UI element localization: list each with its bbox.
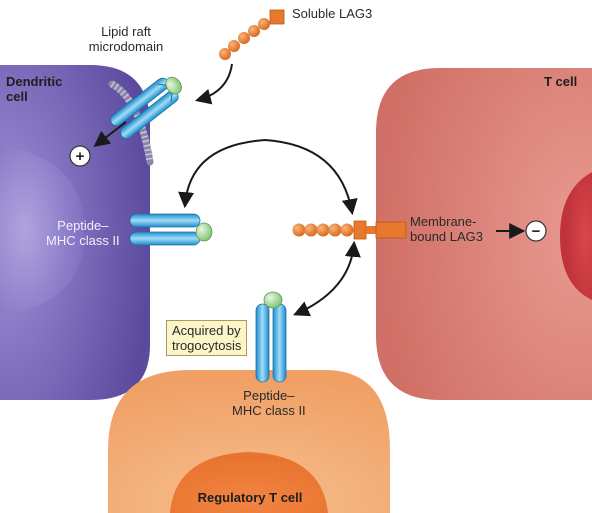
regulatory-t-cell-nucleus	[170, 452, 328, 513]
soluble-lag3-label: Soluble LAG3	[292, 6, 373, 21]
t-cell	[376, 68, 592, 400]
soluble-lag3	[219, 9, 285, 60]
dendritic-cell-nucleus	[0, 145, 85, 315]
mhc-class-ii-treg	[255, 291, 287, 383]
soluble-lag3-binding-arrow	[194, 63, 233, 105]
lipid-raft-signal-arrow	[93, 121, 127, 147]
peptide-mhc-dc-label: Peptide– MHC class II	[46, 218, 120, 248]
positive-signal: +	[69, 145, 91, 167]
dc-tcell-reciprocal-arrow	[178, 138, 358, 216]
negative-signal: −	[525, 220, 547, 242]
regulatory-t-cell-label: Regulatory T cell	[197, 490, 303, 505]
mhc-class-ii-dc	[129, 213, 213, 246]
t-cell-nucleus	[560, 172, 592, 300]
membrane-lag3-label: Membrane- bound LAG3	[410, 214, 484, 244]
peptide-mhc-treg-label: Peptide– MHC class II	[232, 388, 306, 418]
membrane-lag3	[292, 220, 407, 240]
mhc-class-ii-raft	[110, 76, 182, 139]
dendritic-cell-label: Dendritic cell	[6, 74, 63, 104]
lipid-raft-label: Lipid raft microdomain	[88, 24, 164, 54]
svg-text:+: +	[76, 148, 85, 165]
interaction-arrows	[93, 63, 526, 317]
trogocytosis-label: Acquired by trogocytosis	[166, 320, 248, 356]
treg-tcell-reciprocal-arrow	[293, 240, 361, 317]
t-cell-label: T cell	[544, 74, 578, 89]
svg-text:−: −	[532, 223, 541, 240]
regulatory-t-cell	[108, 370, 390, 513]
